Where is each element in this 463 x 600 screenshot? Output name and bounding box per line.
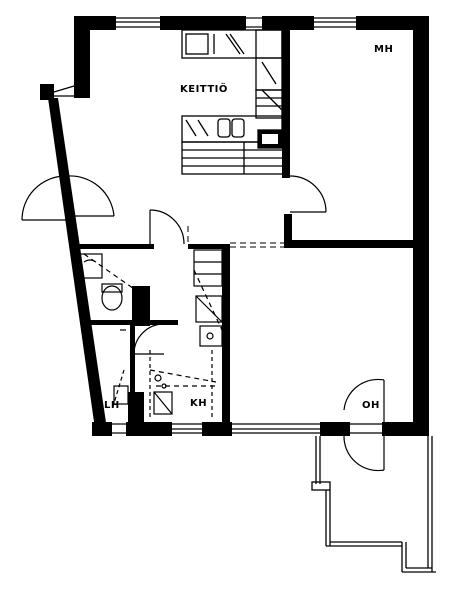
oven-window bbox=[262, 134, 278, 144]
wall-top-mid bbox=[160, 16, 246, 30]
wall-kitchen-bedroom bbox=[282, 30, 290, 178]
exterior-walls bbox=[40, 16, 429, 436]
washbasin bbox=[79, 253, 103, 279]
sink-basin-1 bbox=[217, 118, 231, 138]
wall-bath-top bbox=[78, 244, 154, 249]
shower-tray bbox=[195, 295, 223, 323]
wc-wall-block bbox=[128, 392, 144, 422]
wall-bottom-end bbox=[382, 422, 414, 436]
wall-cabinet bbox=[132, 286, 150, 326]
wall-wc-divider bbox=[130, 324, 135, 422]
windows-bottom bbox=[112, 423, 382, 434]
living-label: OH bbox=[362, 400, 380, 411]
door-swings bbox=[21, 175, 385, 472]
corner-balcony-link bbox=[53, 85, 75, 97]
wall-bath-mid bbox=[150, 320, 178, 325]
wall-left-slanted bbox=[48, 98, 108, 436]
bedroom-door-swing bbox=[289, 175, 327, 213]
bath-storage bbox=[193, 249, 223, 287]
closet-door-swing bbox=[149, 209, 185, 245]
windows-top bbox=[116, 17, 356, 28]
toilet-label: LH bbox=[104, 400, 120, 411]
corner-post bbox=[40, 84, 54, 100]
wall-top-right bbox=[356, 16, 413, 30]
wall-toilet-top bbox=[84, 320, 132, 325]
balcony bbox=[311, 436, 436, 573]
wall-right bbox=[413, 16, 429, 436]
interior-walls bbox=[78, 30, 413, 422]
wall-left-upper bbox=[74, 16, 90, 98]
wall-bath-right bbox=[222, 244, 230, 422]
wall-bath-top-right bbox=[188, 244, 230, 249]
kitchen-label: KEITTIÖ bbox=[180, 81, 228, 95]
fridge-column bbox=[255, 29, 283, 91]
bath-door-swing bbox=[133, 323, 165, 355]
kitchen-counters bbox=[181, 29, 287, 175]
wall-bedroom-stub bbox=[284, 214, 292, 248]
shower-seat bbox=[199, 325, 223, 347]
wall-bottom-pier bbox=[126, 422, 172, 436]
entrance-door-swing bbox=[21, 175, 65, 221]
dashed-openings bbox=[187, 226, 284, 248]
balcony-post bbox=[311, 481, 331, 491]
wall-bedroom-bottom bbox=[284, 240, 413, 248]
wall-bottom-mid bbox=[202, 422, 232, 436]
wall-bottom-right bbox=[320, 422, 350, 436]
toilet-bowl bbox=[101, 285, 123, 311]
storage-column bbox=[255, 89, 283, 119]
bedroom-label: MH bbox=[374, 44, 393, 55]
bathroom-fixtures bbox=[79, 249, 223, 420]
wall-top-pier bbox=[262, 16, 314, 30]
sink-basin-2 bbox=[231, 118, 245, 138]
bath-basin bbox=[153, 391, 173, 415]
bathroom-label: KH bbox=[190, 398, 207, 409]
balcony-door-swing bbox=[343, 378, 385, 411]
